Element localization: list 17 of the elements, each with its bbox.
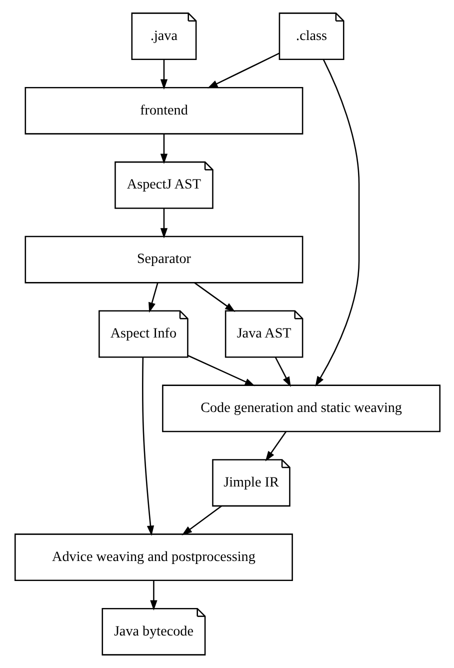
arrow — [160, 60, 168, 90]
node-box: Separator — [24, 236, 303, 284]
node-box: frontend — [24, 86, 303, 134]
arrow — [160, 134, 168, 164]
arrow — [187, 354, 255, 386]
arrow — [181, 506, 222, 536]
node-box: Advice weaving and postprocessing — [14, 534, 292, 582]
arrow — [314, 59, 360, 387]
arrow — [142, 357, 154, 536]
arrow — [206, 52, 279, 88]
arrow — [148, 282, 158, 313]
node-box: Code generation and static weaving — [162, 384, 440, 432]
arrow — [264, 431, 286, 462]
arrow — [160, 208, 168, 238]
arrow — [274, 356, 290, 388]
arrow — [194, 282, 235, 312]
arrow — [150, 580, 157, 611]
